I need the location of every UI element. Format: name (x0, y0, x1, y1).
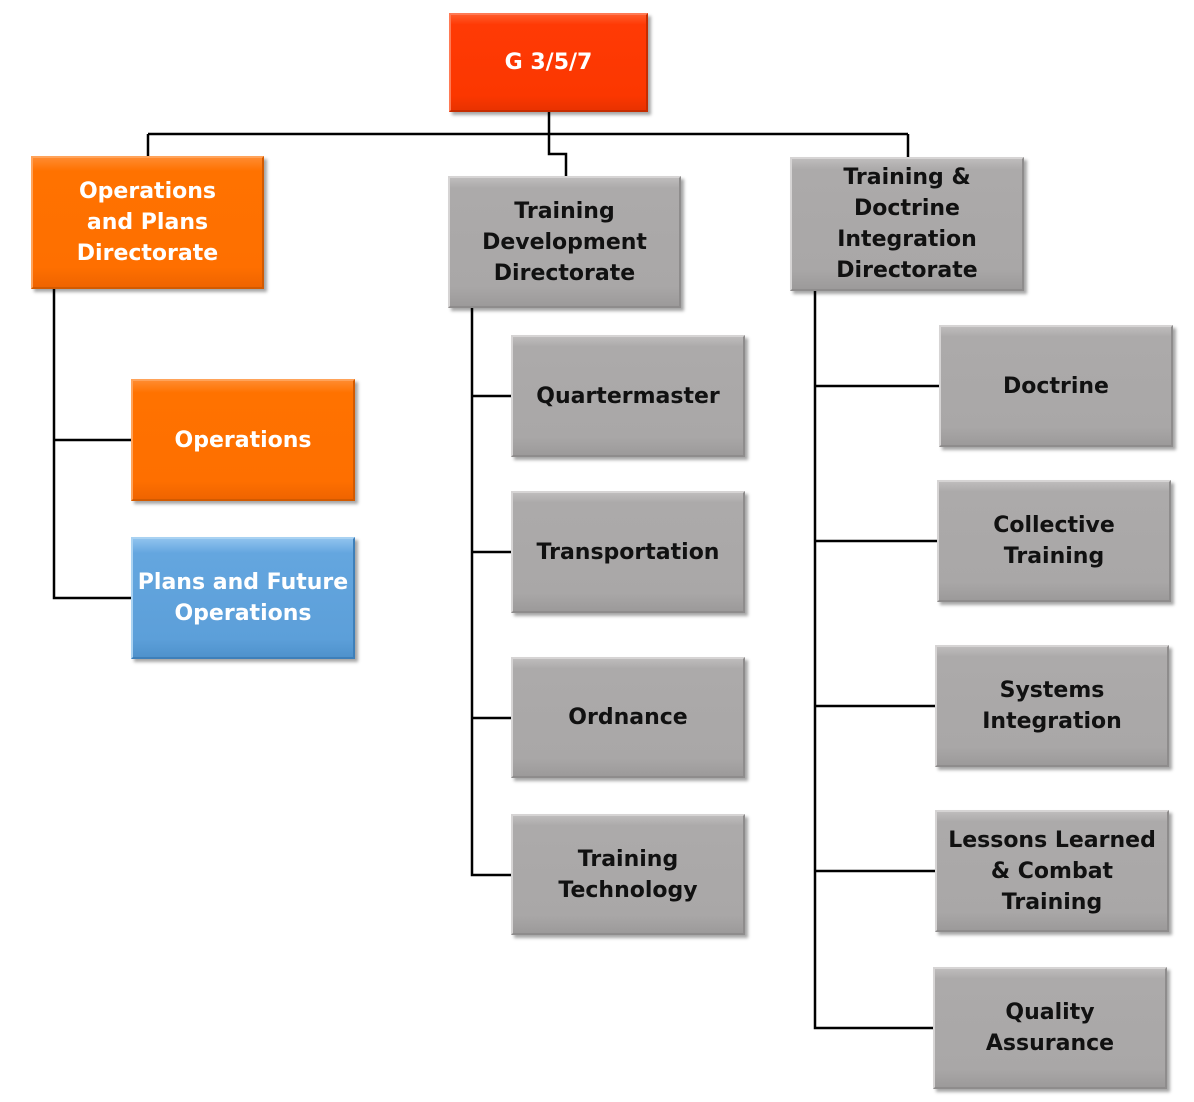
tdi-directorate-label: Training & Doctrine Integration Director… (836, 165, 978, 283)
root-node-label: G 3/5/7 (504, 50, 593, 75)
lessons-learned-box: Lessons Learned & Combat Training (935, 810, 1169, 932)
lessons-learned-label: Lessons Learned & Combat Training (948, 827, 1156, 915)
doctrine-box: Doctrine (939, 325, 1173, 447)
training-technology-box: Training Technology (511, 814, 745, 935)
training-technology-label: Training Technology (558, 846, 698, 903)
ordnance-label: Ordnance (568, 705, 688, 730)
tdi-directorate-box: Training & Doctrine Integration Director… (790, 157, 1024, 291)
operations-box: Operations (131, 379, 355, 501)
doctrine-label: Doctrine (1003, 373, 1109, 399)
ops-plans-directorate-label: Operations and Plans Directorate (76, 179, 219, 266)
plans-future-operations-label: Plans and Future Operations (137, 570, 349, 626)
collective-training-box: Collective Training (937, 480, 1171, 602)
quality-assurance-box: Quality Assurance (933, 967, 1167, 1089)
training-dev-directorate-box: Training Development Directorate (448, 176, 681, 308)
quartermaster-label: Quartermaster (536, 383, 720, 409)
ops-plans-spine (52, 288, 132, 600)
training-dev-directorate-label: Training Development Directorate (482, 198, 647, 286)
ops-plans-directorate-box: Operations and Plans Directorate (31, 156, 264, 289)
operations-label: Operations (174, 427, 312, 453)
training-dev-connector (547, 134, 568, 177)
systems-integration-box: Systems Integration (935, 645, 1169, 767)
quality-assurance-label: Quality Assurance (985, 1000, 1115, 1056)
root-node-box: G 3/5/7 (449, 13, 648, 112)
systems-integration-label: Systems Integration (982, 678, 1122, 734)
training-dev-spine (470, 308, 512, 877)
transportation-box: Transportation (511, 491, 745, 613)
collective-training-label: Collective Training (993, 513, 1115, 569)
plans-future-operations-box: Plans and Future Operations (131, 537, 355, 659)
tdi-spine (813, 290, 934, 1030)
quartermaster-box: Quartermaster (511, 335, 745, 457)
transportation-label: Transportation (536, 539, 720, 565)
ordnance-box: Ordnance (511, 657, 745, 778)
